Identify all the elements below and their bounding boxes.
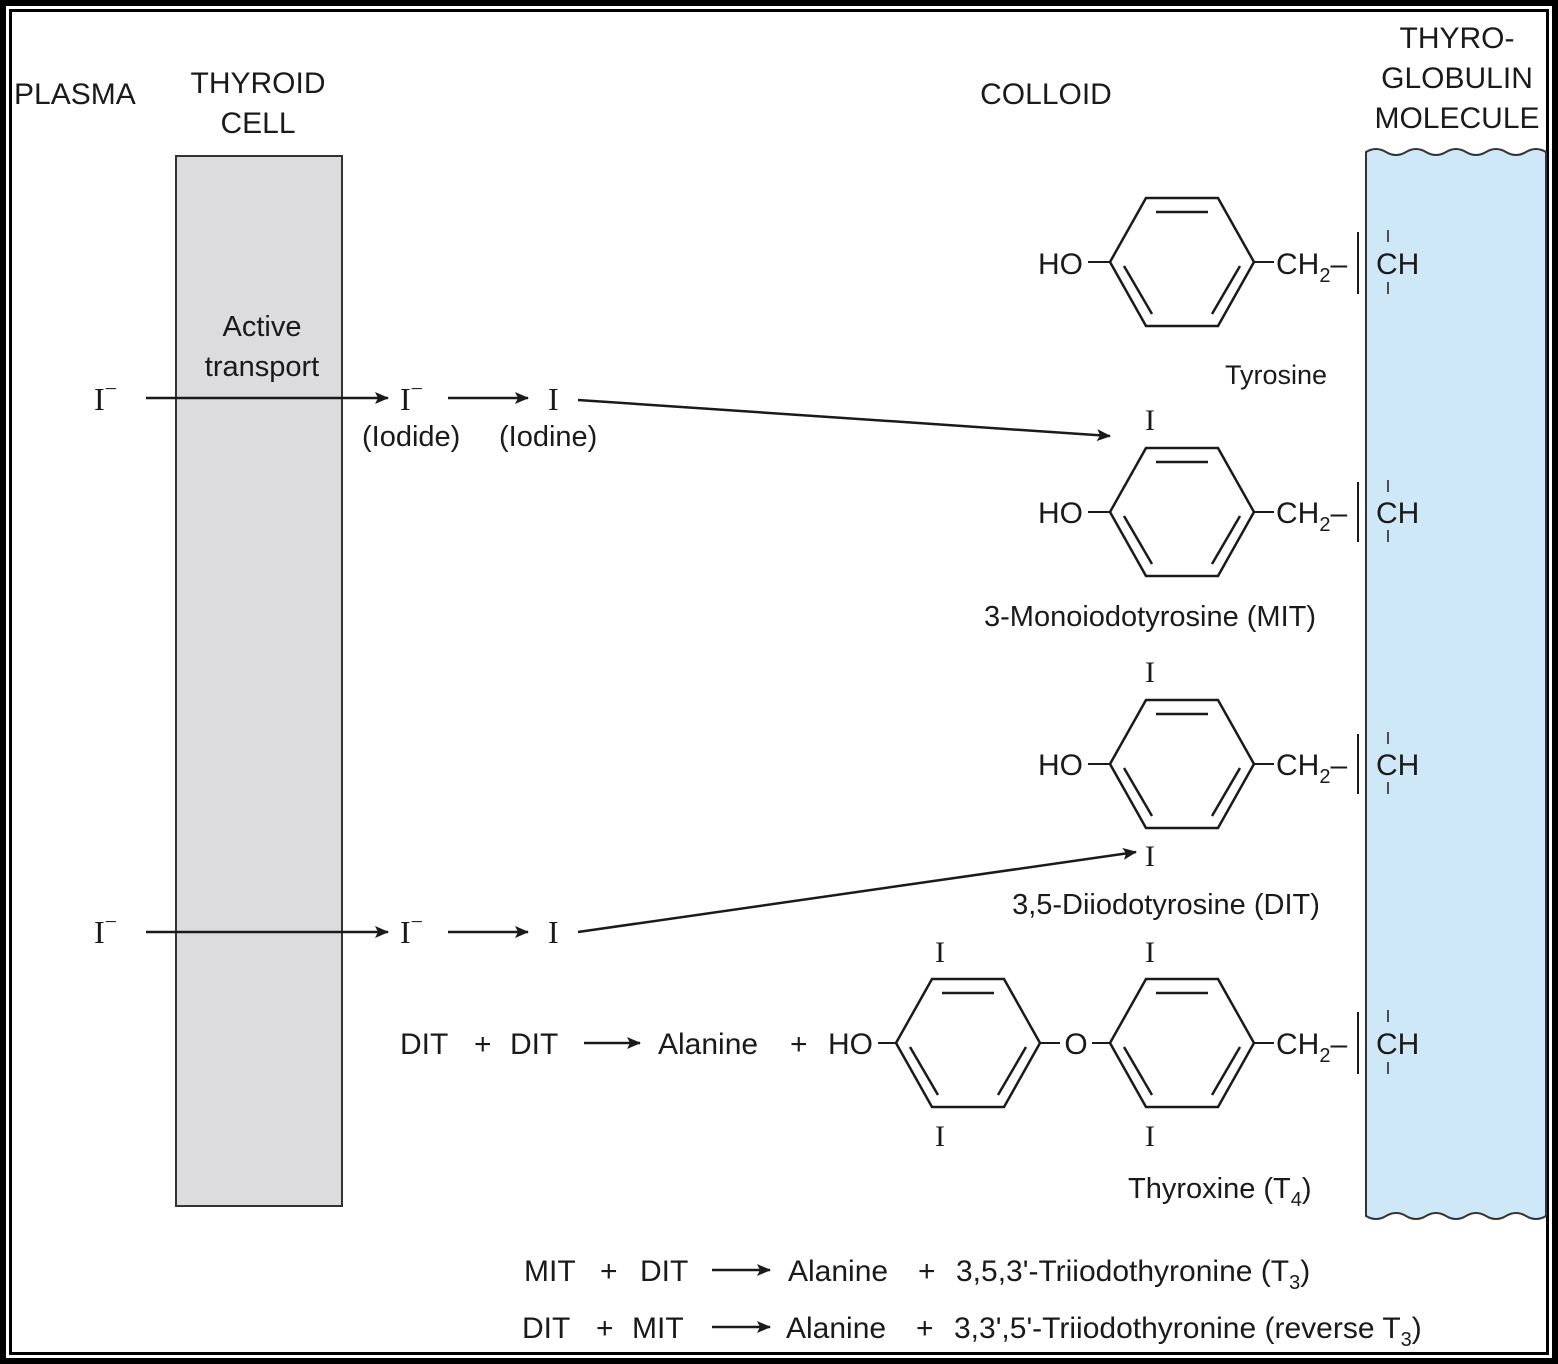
svg-text:DIT: DIT (510, 1028, 558, 1061)
reaction-dit-mit: DIT + MIT Alanine + 3,3',5'-Triiodothyro… (522, 1312, 1422, 1351)
thyroxine-structure: I I O I I CH2– CH (894, 936, 1419, 1153)
plasma-iodide-lower: I− (94, 909, 117, 950)
svg-text:CH2–: CH2– (1276, 749, 1347, 788)
svg-text:+: + (790, 1028, 808, 1061)
benzene-ring (894, 977, 1042, 1109)
iodide-caption: (Iodide) (362, 421, 460, 453)
svg-text:CH: CH (1376, 497, 1419, 530)
svg-text:Alanine: Alanine (788, 1255, 888, 1288)
thyroglobulin-header-line2: GLOBULIN (1381, 62, 1533, 95)
svg-text:+: + (474, 1028, 492, 1061)
svg-text:CH: CH (1376, 749, 1419, 782)
svg-text:Alanine: Alanine (658, 1028, 758, 1061)
svg-text:I: I (1145, 656, 1155, 689)
svg-text:CH2–: CH2– (1276, 1028, 1347, 1067)
svg-text:HO: HO (1038, 497, 1083, 530)
iodine-lower: I (548, 914, 559, 950)
colloid-header: COLLOID (980, 78, 1112, 111)
svg-text:I: I (935, 1120, 945, 1153)
cell-iodide-lower: I− (400, 909, 423, 950)
svg-text:O: O (1064, 1028, 1087, 1061)
svg-text:HO: HO (1038, 749, 1083, 782)
svg-text:I: I (1145, 404, 1155, 437)
svg-text:I: I (1145, 1120, 1155, 1153)
thyroxine-label: Thyroxine (T4) (1128, 1173, 1312, 1211)
thyroglobulin-header-line1: THYRO- (1400, 22, 1515, 55)
svg-text:+: + (600, 1255, 618, 1288)
svg-text:DIT: DIT (522, 1312, 570, 1345)
thyroglobulin-molecule (1365, 148, 1547, 1220)
dit-structure: I HO CH2– CH I (1038, 656, 1419, 873)
svg-text:3,5,3'-Triiodothyronine (T3): 3,5,3'-Triiodothyronine (T3) (956, 1255, 1310, 1294)
svg-text:I: I (935, 936, 945, 969)
svg-text:+: + (918, 1255, 936, 1288)
svg-text:+: + (596, 1312, 614, 1345)
thyroid-cell-header-line2: CELL (220, 107, 295, 140)
svg-text:MIT: MIT (632, 1312, 684, 1345)
mit-label: 3-Monoiodotyrosine (MIT) (984, 601, 1316, 633)
iodine-caption: (Iodine) (499, 421, 597, 453)
cell-iodide-upper: I− (400, 376, 423, 417)
reaction-dit-dit: DIT + DIT Alanine + HO (400, 1028, 896, 1061)
svg-text:3,3',5'-Triiodothyronine (reve: 3,3',5'-Triiodothyronine (reverse T3) (954, 1312, 1422, 1351)
benzene-ring (1108, 977, 1256, 1109)
thyroid-cell-box (175, 155, 343, 1207)
benzene-ring (1108, 446, 1256, 578)
iodine-upper: I (548, 381, 559, 417)
svg-text:Alanine: Alanine (786, 1312, 886, 1345)
tyrosine-label: Tyrosine (1225, 360, 1327, 390)
iodination-arrow-dit (577, 847, 1137, 934)
svg-text:HO: HO (828, 1028, 873, 1061)
thyroglobulin-header-line3: MOLECULE (1374, 102, 1539, 135)
svg-text:I: I (1145, 840, 1155, 873)
thyroid-cell-header-line1: THYROID (191, 67, 326, 100)
svg-text:DIT: DIT (400, 1028, 448, 1061)
tyrosine-structure: HO CH2– CH (1038, 196, 1419, 328)
svg-text:+: + (916, 1312, 934, 1345)
svg-text:HO: HO (1038, 248, 1083, 281)
active-transport-line2: transport (205, 351, 319, 383)
mit-structure: I HO CH2– CH (1038, 404, 1419, 578)
iodination-arrow-mit (577, 398, 1111, 442)
svg-text:I: I (1145, 936, 1155, 969)
plasma-header: PLASMA (14, 78, 136, 111)
svg-text:MIT: MIT (524, 1255, 576, 1288)
reaction-mit-dit: MIT + DIT Alanine + 3,5,3'-Triiodothyron… (524, 1255, 1310, 1294)
active-transport-line1: Active (223, 311, 302, 343)
svg-text:CH: CH (1376, 248, 1419, 281)
inner-frame (9, 9, 1549, 1355)
svg-text:CH: CH (1376, 1028, 1419, 1061)
benzene-ring (1108, 196, 1256, 328)
svg-text:DIT: DIT (640, 1255, 688, 1288)
svg-text:CH2–: CH2– (1276, 248, 1347, 287)
benzene-ring (1108, 698, 1256, 830)
plasma-iodide-upper: I− (94, 376, 117, 417)
svg-text:CH2–: CH2– (1276, 497, 1347, 536)
dit-label: 3,5-Diiodotyrosine (DIT) (1012, 889, 1320, 921)
